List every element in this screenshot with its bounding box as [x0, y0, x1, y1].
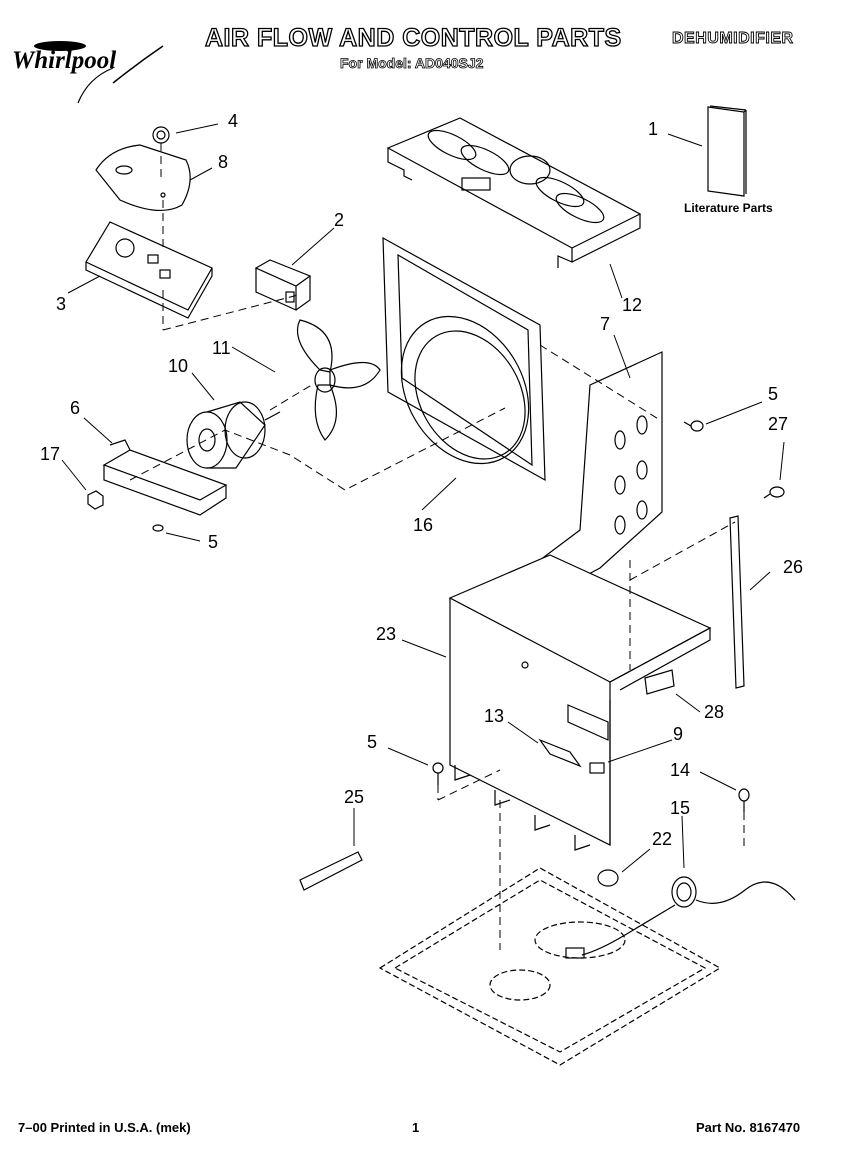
- switch-icon: [254, 259, 312, 311]
- callout-9: 9: [673, 724, 683, 744]
- callout-5c: 5: [367, 732, 377, 752]
- callout-12: 12: [622, 295, 642, 315]
- callout-1: 1: [648, 119, 658, 139]
- fan-blade-icon: [296, 319, 381, 441]
- model-subtitle: For Model: AD040SJ2: [340, 55, 484, 72]
- cable-tie-icon: [299, 851, 363, 891]
- base-pan-icon: [378, 867, 722, 1066]
- callout-25: 25: [344, 787, 364, 807]
- callout-3: 3: [56, 294, 66, 314]
- literature-booklet-icon: [707, 105, 747, 197]
- callout-14: 14: [670, 760, 690, 780]
- power-cord-icon: [565, 876, 796, 959]
- motor-bracket-icon: [102, 439, 228, 516]
- control-overlay-icon: [95, 144, 191, 212]
- strip-icon: [729, 515, 745, 689]
- footer-page-number: 1: [412, 1120, 420, 1135]
- bracket-icon: [644, 669, 675, 695]
- callout-17: 17: [40, 444, 60, 464]
- callout-5a: 5: [768, 384, 778, 404]
- callout-16: 16: [413, 515, 433, 535]
- brand-logo: [18, 38, 178, 108]
- orifice-frame-icon: [382, 236, 546, 482]
- screw-14-icon: [738, 788, 750, 812]
- callout-8: 8: [218, 152, 228, 172]
- screw-icon: [152, 420, 704, 785]
- literature-parts-label: Literature Parts: [684, 201, 773, 215]
- callout-5b: 5: [208, 532, 218, 552]
- callout-13: 13: [484, 706, 504, 726]
- nut-icon: [87, 490, 104, 510]
- sensor-icon: [538, 738, 582, 768]
- clip-icon: [589, 762, 605, 774]
- callout-15: 15: [670, 798, 690, 818]
- callout-11: 11: [212, 338, 231, 358]
- page-title: AIR FLOW AND CONTROL PARTS: [204, 23, 622, 52]
- callout-27: 27: [768, 414, 788, 434]
- callout-23: 23: [376, 624, 396, 644]
- footer-part-number: Part No. 8167470: [696, 1120, 801, 1135]
- callout-10: 10: [168, 356, 188, 376]
- callout-4: 4: [228, 111, 238, 131]
- cord-clamp-icon: [597, 869, 619, 887]
- screw-27-icon: [763, 486, 785, 499]
- callout-22: 22: [652, 829, 672, 849]
- product-category: DEHUMIDIFIER: [672, 30, 794, 48]
- top-grille-icon: [386, 117, 642, 268]
- brand-name: Whirlpool: [12, 47, 117, 74]
- callout-7: 7: [600, 314, 610, 334]
- knob-icon: [152, 126, 170, 144]
- cabinet-icon: [448, 554, 712, 851]
- callout-2: 2: [334, 210, 344, 230]
- callout-26: 26: [783, 557, 803, 577]
- callout-6: 6: [70, 398, 80, 418]
- callout-28: 28: [704, 702, 724, 722]
- footer-print-info: 7–00 Printed in U.S.A. (mek): [18, 1120, 191, 1135]
- motor-icon: [186, 401, 281, 469]
- control-mount-icon: [85, 221, 213, 319]
